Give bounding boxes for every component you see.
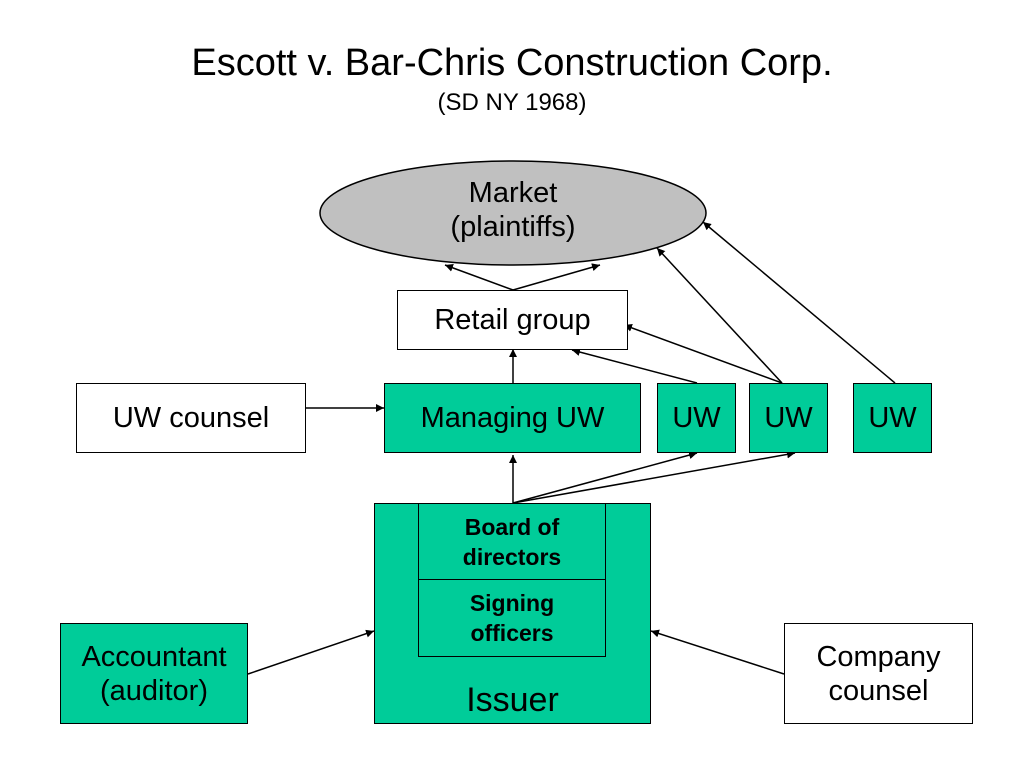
uw-box-3: UW: [853, 383, 932, 453]
arrow-uw3-to-market: [702, 221, 896, 384]
uw-counsel-label: UW counsel: [112, 402, 270, 434]
board-label: Board of directors: [462, 513, 562, 570]
signing-officers-box: Signing officers: [418, 579, 606, 657]
slide-title: Escott v. Bar-Chris Construction Corp.: [191, 42, 833, 84]
market-ellipse: [319, 160, 707, 266]
uw-counsel-box: UW counsel: [76, 383, 306, 453]
arrow-accountant-to-issuer: [247, 629, 375, 675]
managing-uw-box: Managing UW: [384, 383, 641, 453]
arrow-uw2-to-market: [656, 247, 783, 384]
arrow-issuer-to-uw2: [512, 450, 796, 504]
arrow-issuer-to-uw1: [512, 451, 698, 504]
uw-box-2: UW: [749, 383, 828, 453]
managing-uw-label: Managing UW: [420, 402, 605, 434]
issuer-label: Issuer: [466, 681, 559, 719]
arrow-retail-to-market-left: [444, 264, 514, 291]
uw-2-label: UW: [764, 402, 813, 434]
arrow-uw1-to-retail: [571, 348, 698, 384]
accountant-box: Accountant (auditor): [60, 623, 248, 724]
arrow-company-counsel-to-issuer: [650, 629, 785, 675]
uw-1-label: UW: [672, 402, 721, 434]
uw-box-1: UW: [657, 383, 736, 453]
company-counsel-label: Company counsel: [816, 640, 941, 707]
uw-3-label: UW: [868, 402, 917, 434]
retail-group-label: Retail group: [434, 304, 591, 336]
company-counsel-box: Company counsel: [784, 623, 973, 724]
signing-officers-label: Signing officers: [469, 590, 555, 646]
accountant-label: Accountant (auditor): [81, 640, 227, 707]
market-label: Market (plaintiffs): [320, 176, 706, 244]
market-text: Market (plaintiffs): [450, 177, 576, 243]
board-of-directors-box: Board of directors: [418, 503, 606, 580]
arrow-retail-to-market-right: [512, 263, 601, 291]
slide-subtitle: (SD NY 1968): [437, 89, 587, 116]
retail-group-box: Retail group: [397, 290, 628, 350]
arrow-uw2-to-retail: [623, 324, 783, 384]
